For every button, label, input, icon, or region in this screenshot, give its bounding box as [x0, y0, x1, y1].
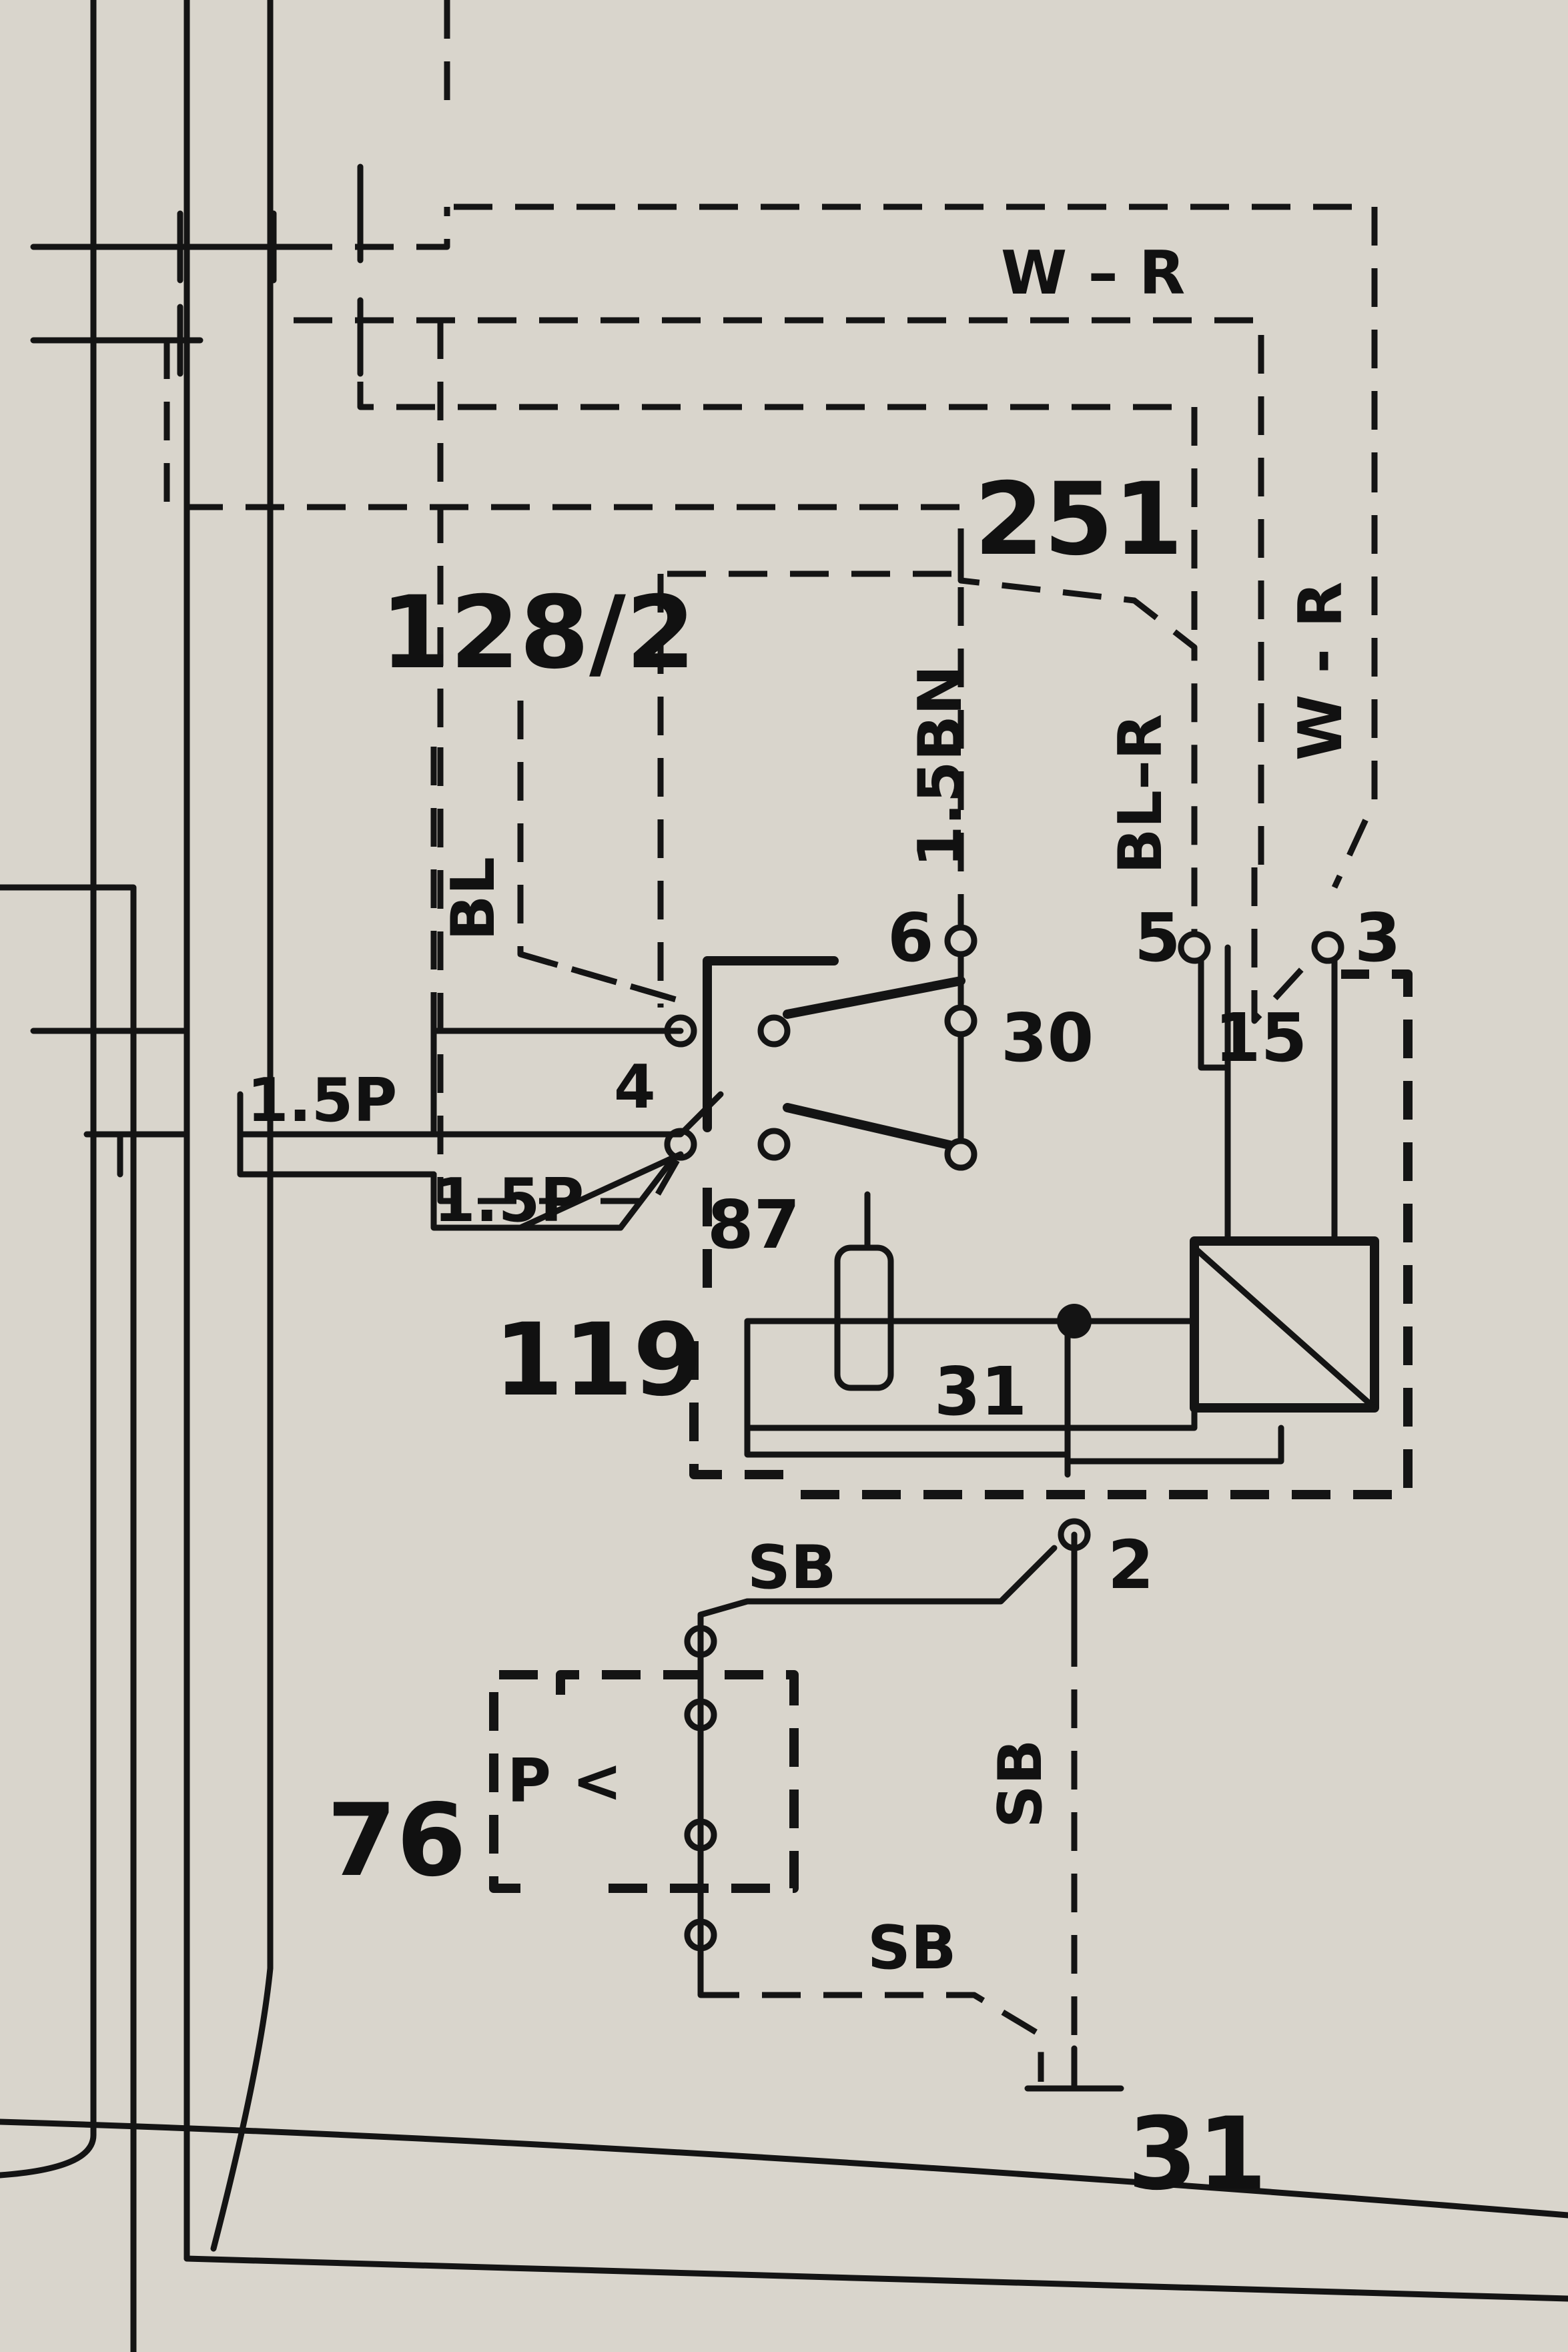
terminal-15: 15 [1214, 999, 1307, 1077]
terminal-5: 5 [1134, 899, 1181, 977]
terminal-6: 6 [887, 899, 934, 977]
terminal-87: 87 [707, 1186, 800, 1264]
switch-symbol: P < [507, 1746, 623, 1816]
wire-label-w-r-vertical: W - R [1286, 581, 1356, 761]
label-128-2: 128/2 [380, 575, 695, 691]
relay-119 [689, 937, 1413, 1499]
label-251: 251 [974, 462, 1183, 578]
lower-ground-wiring [489, 1531, 1124, 2092]
wire-label-bl-r: BL–R [1106, 714, 1176, 874]
wire-label-1-5p-left: 1.5P [247, 1066, 397, 1136]
left-tick-marks [30, 163, 364, 1178]
label-119: 119 [494, 1302, 703, 1419]
terminal-3: 3 [1354, 899, 1401, 977]
left-input-wires [237, 734, 724, 1231]
terminal-4: 4 [614, 1052, 656, 1122]
relay-coil [834, 1244, 894, 1391]
labels: 251 128/2 119 76 31 6 30 5 15 3 4 87 31 … [247, 238, 1401, 2213]
terminal-circles [664, 924, 1344, 1952]
label-76: 76 [327, 1783, 466, 1899]
label-ground-31: 31 [1128, 2096, 1267, 2213]
terminal-30: 30 [1001, 999, 1094, 1077]
flasher-unit [1190, 1236, 1379, 1413]
wire-label-bl: BL [438, 857, 508, 941]
wire-label-sb-upper: SB [747, 1533, 836, 1603]
wire-label-1-5bn: 1.5BN [905, 665, 975, 867]
terminal-2: 2 [1108, 1526, 1154, 1604]
wire-label-sb-vertical: SB [986, 1739, 1056, 1828]
wire-label-w-r-top: W – R [1001, 238, 1185, 308]
terminal-31: 31 [934, 1352, 1027, 1431]
wire-label-sb-lower: SB [867, 1913, 956, 1983]
wire-label-1-5p-lower: 1.5P [434, 1166, 584, 1236]
